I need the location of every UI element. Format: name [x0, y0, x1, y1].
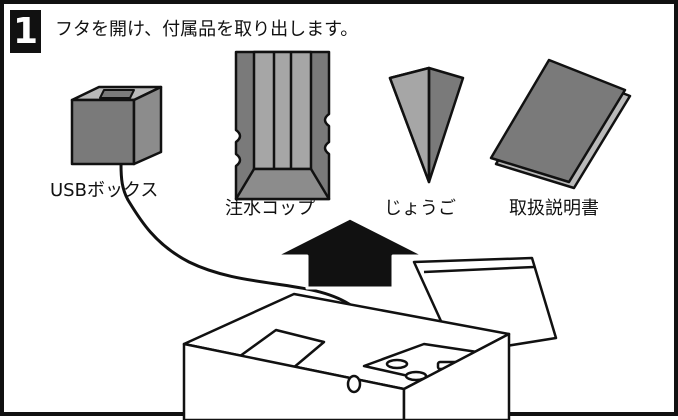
funnel-icon: [388, 66, 465, 184]
product-box-icon: [182, 256, 558, 420]
funnel-label: じょうご: [384, 198, 456, 219]
up-arrow-icon: [273, 216, 427, 290]
step-instruction: フタを開け、付属品を取り出します。: [55, 19, 359, 40]
water-cup-label: 注水コップ: [225, 198, 315, 219]
water-cup-icon: [234, 50, 331, 201]
usb-box-icon: [70, 85, 163, 166]
manual-icon: [489, 58, 632, 190]
usb-box-label: USBボックス: [50, 180, 159, 201]
manual-label: 取扱説明書: [509, 198, 599, 219]
step-number-badge: 1: [10, 10, 41, 53]
illustration: [70, 50, 632, 420]
